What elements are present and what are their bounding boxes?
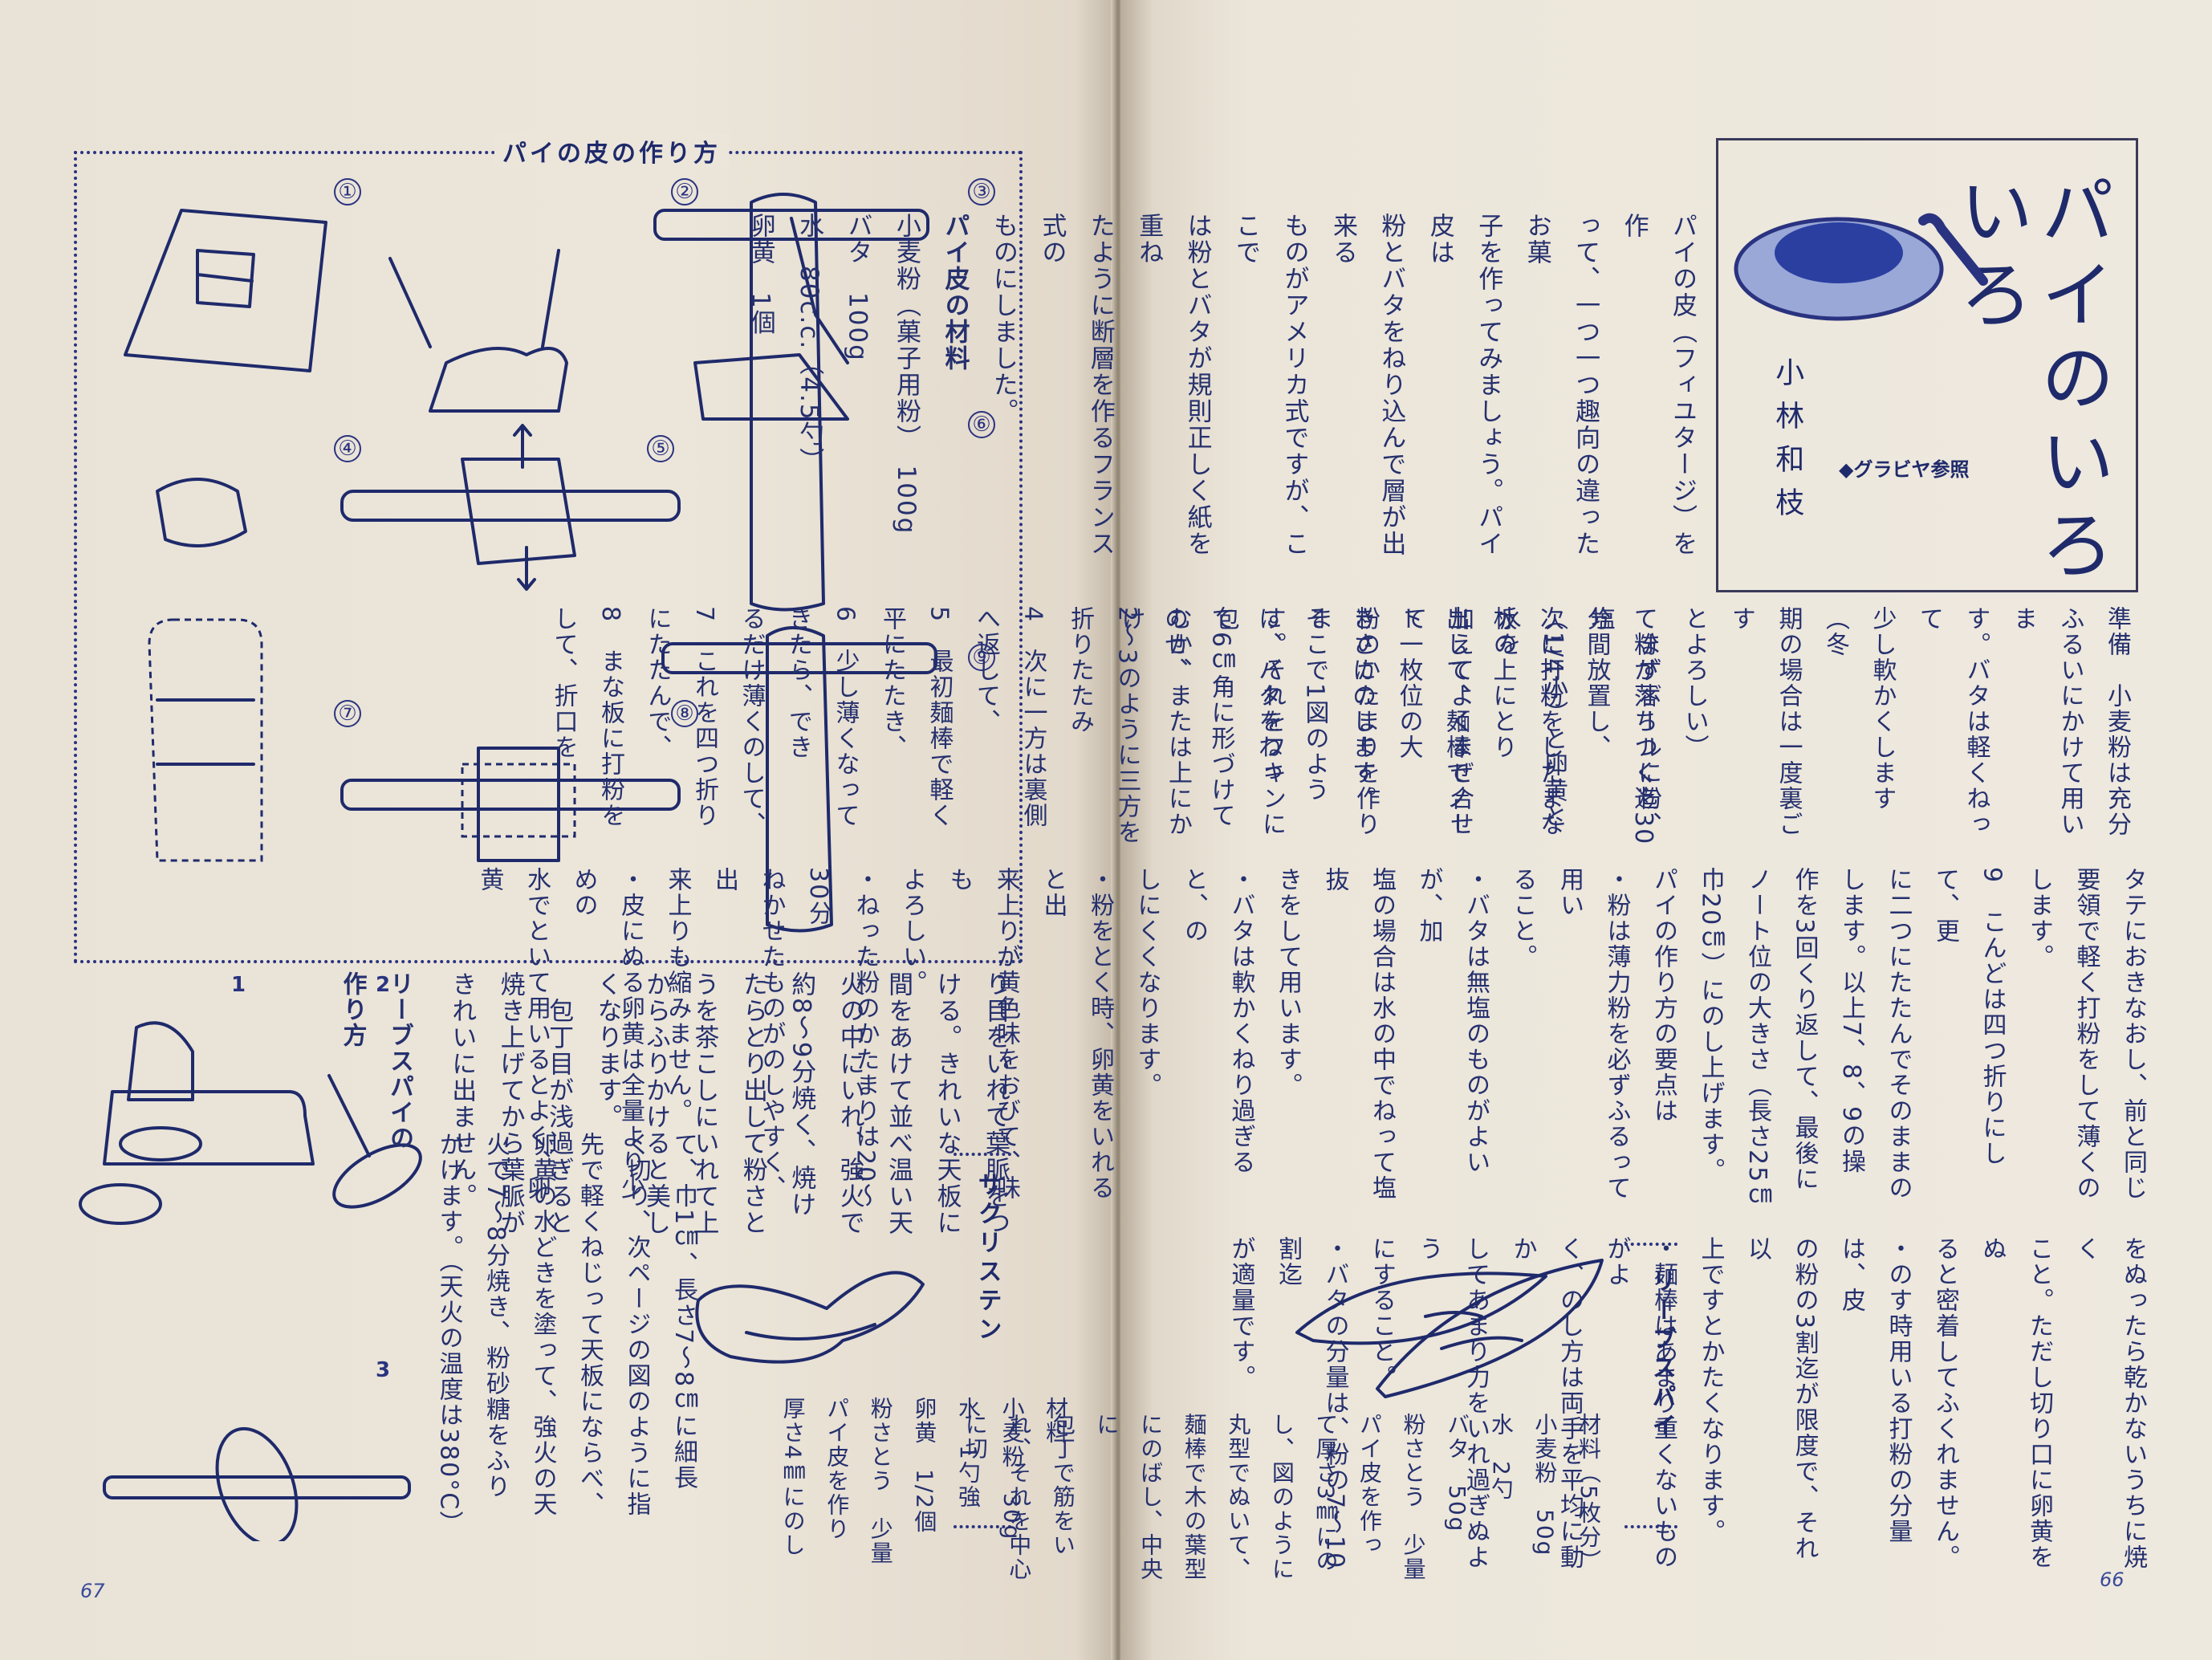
page-number-left: 67 xyxy=(80,1580,105,1602)
gravure-reference: ◆グラビヤ参照 xyxy=(1839,458,1970,481)
step-marker-3: ③ xyxy=(968,178,995,205)
figure-label-1: 1 xyxy=(231,973,246,997)
article-title: パイのいろいろ xyxy=(1946,173,2114,590)
step-marker-8: ⑧ xyxy=(671,700,698,727)
sacristain-rule-top xyxy=(954,1153,1011,1156)
step-marker-6: ⑥ xyxy=(968,411,995,438)
figure-label-3: 3 xyxy=(376,1358,391,1382)
preparation-text: 準備 小麦粉は充分 ふるいにかけて用いま す。バタは軽くねって 少し軟かくします… xyxy=(1116,606,2132,837)
leaf-pie-heading: リーブスパイ xyxy=(1647,1268,1676,1442)
leaf-pie-illustration xyxy=(1295,1259,1604,1398)
pie-crust-materials-heading: パイ皮の材料 xyxy=(940,213,970,372)
tips-text: タテにおきなおし、前と同じ 要領で軽く打粉をして薄くの します。 9 こんどは四… xyxy=(475,867,2148,1210)
step-marker-7: ⑦ xyxy=(334,700,361,727)
step-marker-2: ② xyxy=(671,178,698,205)
step-marker-9: ⑨ xyxy=(968,644,995,671)
sacristain-illustration xyxy=(695,1271,925,1364)
pie-plate-illustration xyxy=(1734,213,1988,321)
leaf-pie-illustrations xyxy=(79,1021,422,1541)
right-page: パイのいろいろ ◆グラビヤ参照 小林和枝 パイの皮（フィユタージ）を作 って、一… xyxy=(475,0,2212,1660)
leaf-pie-method-text: て、巾1㎝、長さ7〜8㎝に細長 く切り、次ページの図のように指 先で軽くねじって… xyxy=(434,1132,698,1537)
howto-illustrations xyxy=(124,193,937,933)
figure-label-2: 2 xyxy=(376,973,391,997)
leaf-pie-baking-text: り目をいれて葉脈をつ ける。きれいな天板に 間をあけて並べ温い天 火の中にいれ、… xyxy=(447,971,1010,1236)
author-name: 小林和枝 xyxy=(1771,357,1804,531)
leaf-pie-rule-top xyxy=(1624,1243,1677,1246)
sacristain-ingredients: 材料 小麦粉 30g 水 1勺強 卵黄 1/2個 粉さとう 少量 パイ皮を作り … xyxy=(779,1397,1070,1565)
leaf-pie-ingredients: 材料（5枚分） 小麦粉 50g 水 2勺 バタ 50g 粉さとう 少量 パイ皮を… xyxy=(962,1413,1602,1581)
pie-crust-howto-box: パイの皮の作り方 ① ② ③ ④ ⑤ ⑥ ⑦ ⑧ ⑨ xyxy=(74,133,1023,963)
procedure-steps-text: て粉が落ちつく迄30分間放置し、 次に打粉をしたまな板の上にとり 出して、麺棒で… xyxy=(549,606,1658,846)
page-number-right: 66 xyxy=(2100,1568,2125,1591)
step-marker-4: ④ xyxy=(334,435,361,462)
sacristain-rule-bottom xyxy=(954,1525,1011,1528)
intro-text: パイの皮（フィユタージ）を作 って、一つ一つ趣向の違ったお菓 子を作ってみましょ… xyxy=(746,213,1697,557)
leaf-pie-method-heading: リーブスパイの 作り方 xyxy=(338,971,414,1151)
left-page: パイの皮の作り方 ① ② ③ ④ ⑤ ⑥ ⑦ ⑧ ⑨ xyxy=(0,0,1120,1660)
title-box: パイのいろいろ ◆グラビヤ参照 小林和枝 xyxy=(1716,138,2138,592)
howto-title: パイの皮の作り方 xyxy=(494,133,729,169)
step-marker-1: ① xyxy=(334,178,361,205)
leaf-pie-rule-bottom xyxy=(1624,1525,1677,1528)
step-marker-5: ⑤ xyxy=(647,435,674,462)
sacristain-heading: サクリステン xyxy=(973,1172,1002,1345)
tips-text-continued: をぬったら乾かないうちに焼く こと。ただし切り口に卵黄をぬ ると密着してふくれま… xyxy=(1226,1236,2148,1570)
